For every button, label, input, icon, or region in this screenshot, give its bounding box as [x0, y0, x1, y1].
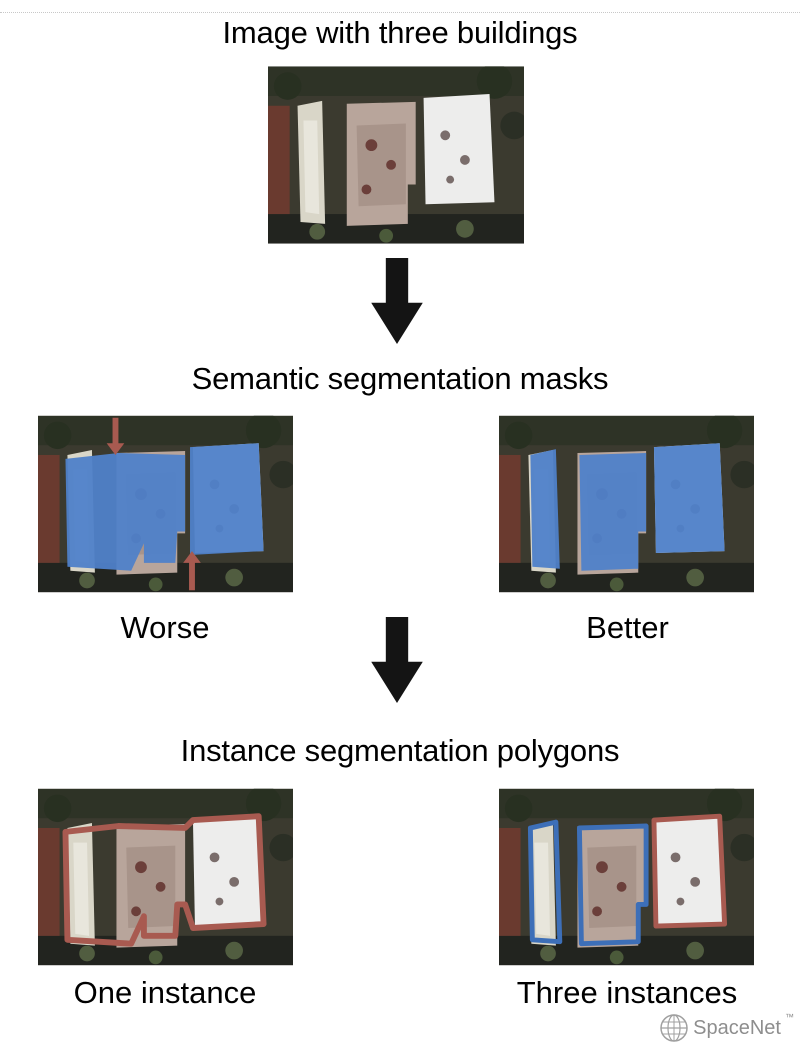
caption-worse: Worse [120, 610, 210, 645]
merged-building-mask [65, 453, 186, 571]
instance-one-polygon-image [38, 786, 293, 968]
title-semantic-segmentation: Semantic segmentation masks [191, 361, 609, 396]
caption-better: Better [586, 610, 669, 645]
spacenet-logo-text: SpaceNet [693, 1017, 781, 1039]
building-mask-right [190, 443, 264, 555]
spacenet-logo: SpaceNet ™ [659, 1011, 794, 1045]
aerial-image-original [268, 65, 524, 245]
title-image-three-buildings: Image with three buildings [222, 15, 578, 50]
instance-outline-right [651, 813, 728, 929]
instance-outline-middle [576, 823, 649, 947]
single-instance-outline [62, 813, 267, 947]
caption-one-instance: One instance [73, 975, 257, 1010]
top-divider-line [0, 12, 800, 13]
caption-three-instances: Three instances [516, 975, 738, 1010]
building-mask-right [653, 443, 725, 554]
semantic-mask-worse-image [38, 413, 293, 595]
instance-outline-left [527, 819, 563, 945]
title-instance-segmentation: Instance segmentation polygons [180, 733, 620, 768]
instance-three-polygons-image [499, 786, 754, 968]
semantic-mask-better-image [499, 413, 754, 595]
building-mask-left [530, 449, 560, 569]
spacenet-trademark: ™ [785, 1012, 794, 1022]
building-mask-middle [579, 453, 647, 571]
down-arrow-icon [368, 617, 426, 703]
spacenet-globe-icon [659, 1013, 689, 1043]
down-arrow-icon [368, 258, 426, 344]
